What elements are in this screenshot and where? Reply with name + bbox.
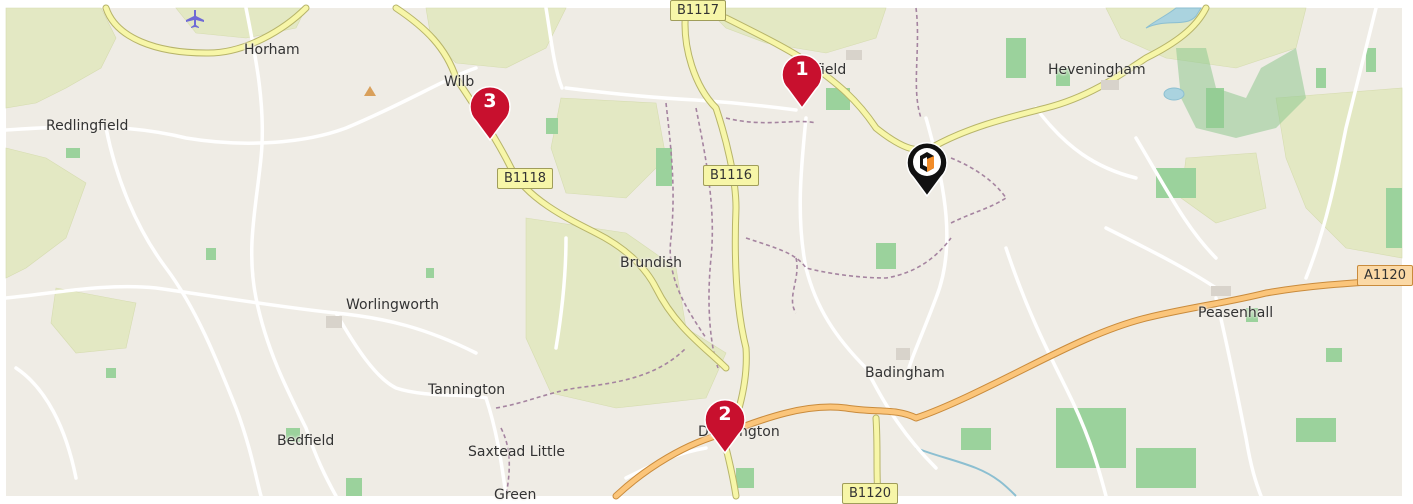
place-label-saxtead: Saxtead Little bbox=[468, 444, 565, 460]
map-canvas[interactable]: B1117 B1118 B1116 A1120 B1120 Horham Red… bbox=[4, 0, 1413, 504]
map-marker-2[interactable]: 2 bbox=[702, 396, 748, 455]
building-location-icon bbox=[906, 141, 948, 198]
place-label-peasenhall: Peasenhall bbox=[1198, 305, 1274, 321]
place-label-wilby: Wilb bbox=[444, 74, 475, 90]
road-shield-b1117: B1117 bbox=[670, 0, 727, 21]
water-features bbox=[915, 7, 1202, 497]
map-marker-3[interactable]: 3 bbox=[467, 83, 513, 142]
road-shield-b1120: B1120 bbox=[842, 483, 899, 504]
green-patches bbox=[66, 38, 1402, 496]
village-markers bbox=[326, 50, 1231, 360]
property-location-marker[interactable] bbox=[904, 139, 950, 198]
place-label-saxtead-green: Green bbox=[494, 487, 537, 503]
road-shield-b1116: B1116 bbox=[703, 165, 760, 186]
map-base-layer bbox=[4, 4, 1406, 500]
marker-number: 1 bbox=[795, 58, 809, 80]
place-label-laxfield: field bbox=[816, 62, 847, 78]
marker-number: 3 bbox=[483, 90, 497, 112]
park-area bbox=[1176, 48, 1306, 138]
place-label-heveningham: Heveningham bbox=[1048, 62, 1146, 78]
airfield-icon bbox=[186, 10, 204, 28]
map-pin-icon bbox=[781, 53, 823, 110]
map-pin-icon bbox=[469, 85, 511, 142]
place-label-bedfield: Bedfield bbox=[277, 433, 335, 449]
place-label-brundish: Brundish bbox=[620, 255, 683, 271]
footpaths bbox=[495, 7, 1007, 497]
road-shield-a1120: A1120 bbox=[1357, 265, 1413, 286]
marker-number: 2 bbox=[718, 403, 732, 425]
place-label-redlingfield: Redlingfield bbox=[46, 118, 129, 134]
road-shield-b1118: B1118 bbox=[497, 168, 554, 189]
peak-icon bbox=[364, 86, 376, 96]
map-marker-1[interactable]: 1 bbox=[779, 51, 825, 110]
map-pin-icon bbox=[704, 398, 746, 455]
place-label-tannington: Tannington bbox=[428, 382, 506, 398]
place-label-badingham: Badingham bbox=[865, 365, 945, 381]
place-label-worlingworth: Worlingworth bbox=[346, 297, 440, 313]
place-label-horham: Horham bbox=[244, 42, 300, 58]
